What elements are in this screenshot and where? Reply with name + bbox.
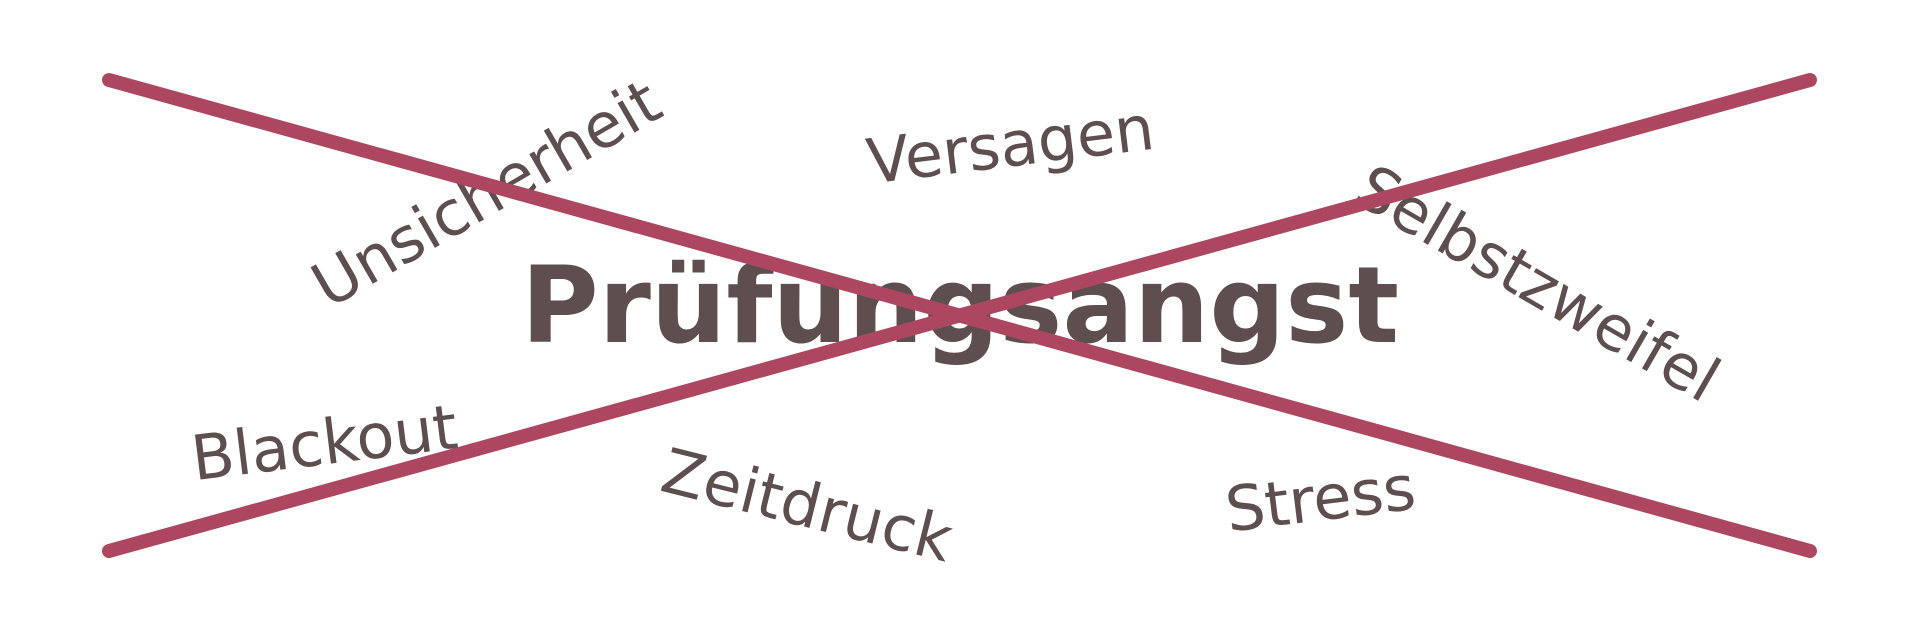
- central-term: Prüfungsangst: [521, 244, 1399, 367]
- word-zeitdruck: Zeitdruck: [655, 434, 960, 577]
- word-stress: Stress: [1221, 451, 1419, 547]
- word-versagen: Versagen: [863, 91, 1158, 199]
- cross-out-mark: [102, 73, 1817, 558]
- cross-line-ascending: [102, 73, 1817, 558]
- word-blackout: Blackout: [187, 390, 461, 495]
